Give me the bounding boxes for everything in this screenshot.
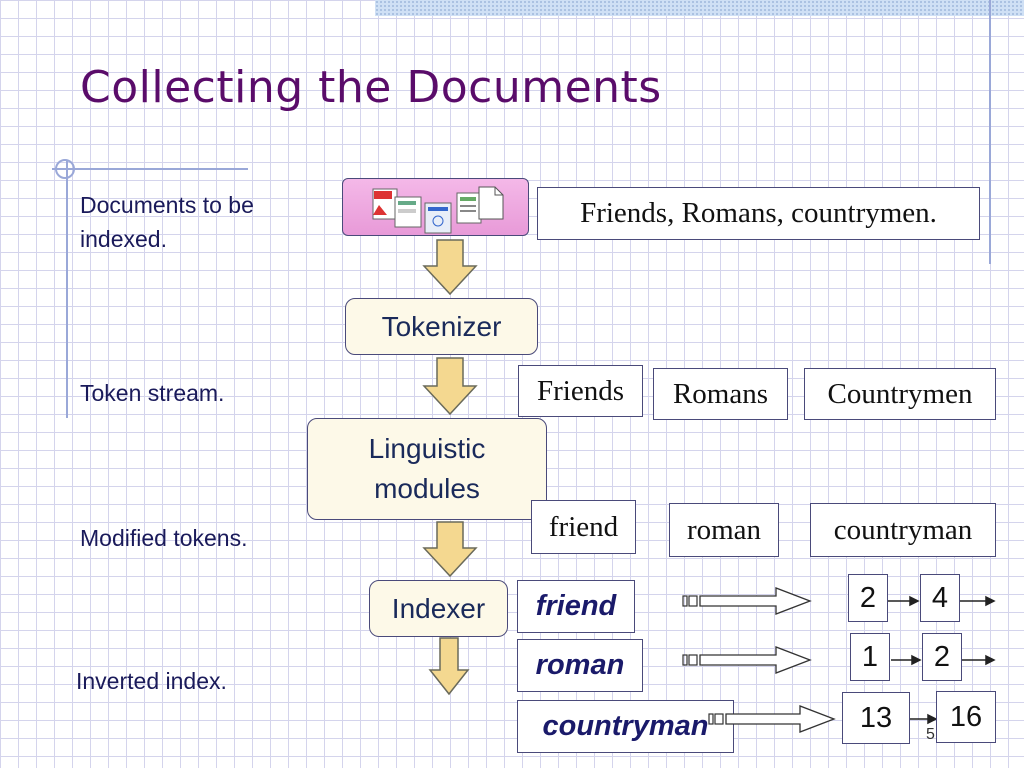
posting-roman-2: 2 [922,633,962,681]
text-document-icon [456,192,482,224]
modified-token-countryman: countryman [810,503,996,557]
modified-token-roman: roman [669,503,779,557]
top-band [375,0,1024,16]
pointer-arrow-roman [682,646,812,674]
blank-document-icon [478,186,504,220]
documents-box [342,178,529,236]
pointer-arrow-countryman [708,705,836,733]
label-inverted-index: Inverted index. [76,668,227,694]
posting-friend-2: 4 [920,574,960,622]
tokenizer-box: Tokenizer [345,298,538,355]
down-arrow-2 [422,357,478,416]
token-countrymen: Countrymen [804,368,996,420]
posting-link-arrows [888,595,996,725]
spreadsheet-document-icon [394,196,422,228]
top-frame-line [52,168,248,170]
pointer-arrow-friend [682,587,812,615]
frame-corner-ornament [55,159,75,179]
flow-arrows [422,239,478,696]
token-romans: Romans [653,368,788,420]
token-friends: Friends [518,365,643,417]
down-arrow-3 [422,521,478,578]
word-document-icon [424,202,452,234]
document-text-box: Friends, Romans, countrymen. [537,187,980,240]
posting-friend-1: 2 [848,574,888,622]
indexer-box: Indexer [369,580,508,637]
linguistic-modules-box: Linguistic modules [307,418,547,520]
posting-countryman-1: 13 [842,692,910,744]
page-number: 5 [926,726,935,743]
page-title: Collecting the Documents [80,62,662,113]
left-frame-line [66,160,68,418]
down-arrow-1 [422,239,478,296]
postings-pointer-arrows [682,587,996,733]
down-arrow-4 [428,637,470,696]
right-frame-line [989,0,991,264]
pdf-document-icon [372,188,398,220]
label-modified-tokens: Modified tokens. [80,525,248,551]
index-term-roman: roman [517,639,643,692]
posting-countryman-2: 16 [936,691,996,743]
index-term-friend: friend [517,580,635,633]
posting-roman-1: 1 [850,633,890,681]
label-documents: Documents to be indexed. [80,192,254,252]
document-icons [372,186,504,234]
modified-token-friend: friend [531,500,636,554]
label-token-stream: Token stream. [80,380,225,406]
index-term-countryman: countryman [517,700,734,753]
